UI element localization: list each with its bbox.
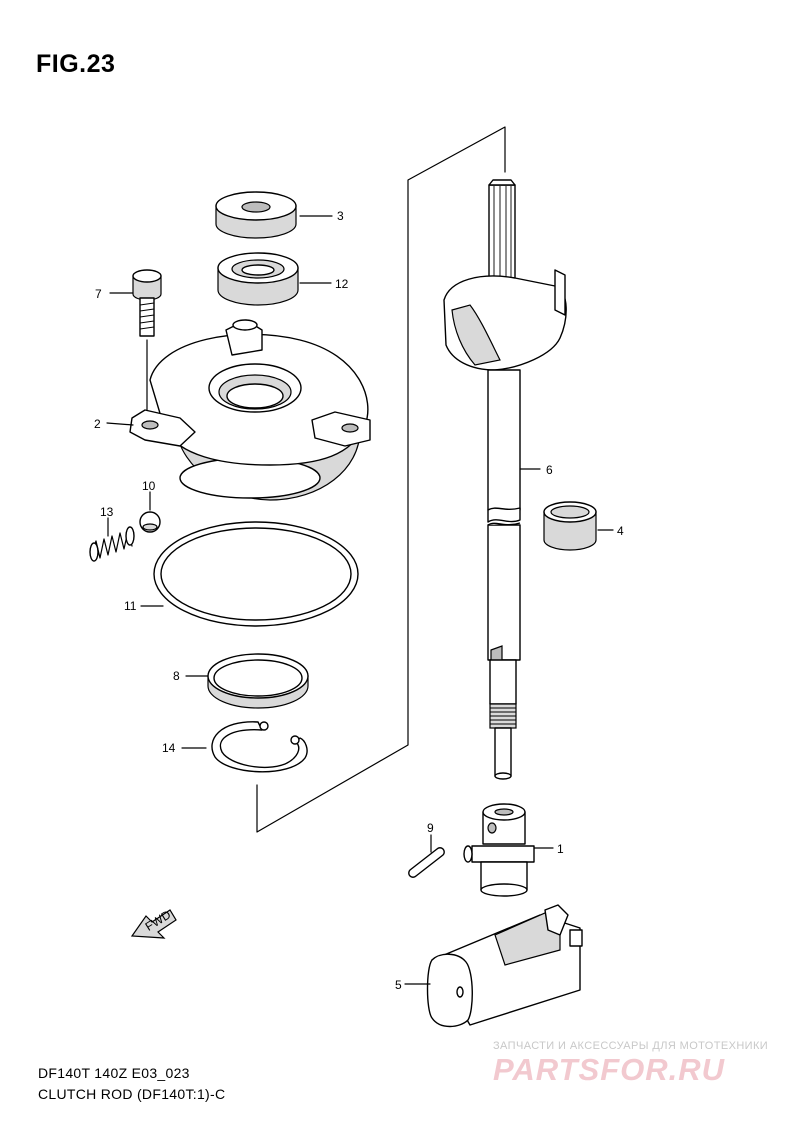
part-13-spring[interactable] [89, 526, 135, 562]
callout-10: 10 [142, 479, 156, 493]
callout-14: 14 [162, 741, 176, 755]
part-3-washer[interactable] [215, 191, 297, 239]
part-2-housing[interactable] [129, 319, 371, 501]
part-4-bushing[interactable] [543, 501, 597, 551]
part-12-oil-seal[interactable] [217, 252, 299, 306]
caption-description: CLUTCH ROD (DF140T:1)-C [38, 1086, 226, 1102]
part-6-clutch-rod[interactable] [443, 179, 567, 780]
figure-title: FIG.23 [36, 50, 116, 78]
part-9-pin[interactable] [408, 847, 445, 878]
part-8-ring[interactable] [207, 653, 309, 709]
callout-1: 1 [557, 842, 564, 856]
watermark-subtitle: ЗАПЧАСТИ И АКСЕССУАРЫ ДЛЯ МОТОТЕХНИКИ [493, 1040, 769, 1052]
callout-11: 11 [124, 599, 137, 613]
callout-4: 4 [617, 524, 624, 538]
caption-model: DF140T 140Z E03_023 [38, 1065, 190, 1081]
part-14-circlip[interactable] [211, 721, 308, 773]
callout-13: 13 [100, 505, 114, 519]
callout-6: 6 [546, 463, 553, 477]
callout-5: 5 [395, 978, 402, 992]
callout-7: 7 [95, 287, 102, 301]
watermark-brand: PARTSFOR.RU [493, 1052, 726, 1087]
callout-3: 3 [337, 209, 344, 223]
leader-lines [106, 215, 614, 985]
part-10-ball[interactable] [139, 511, 161, 533]
part-7-bolt[interactable] [132, 269, 162, 413]
part-5-holder[interactable] [426, 904, 583, 1028]
fwd-arrow-icon: FWD [130, 907, 177, 939]
callout-9: 9 [427, 821, 434, 835]
part-1-joint[interactable] [463, 803, 535, 897]
part-11-o-ring[interactable] [153, 521, 359, 627]
callout-12: 12 [335, 277, 349, 291]
callout-2: 2 [94, 417, 101, 431]
callout-8: 8 [173, 669, 180, 683]
callouts: 3 12 7 2 10 13 11 8 14 6 4 9 1 5 [94, 209, 624, 992]
assembly-bracket [256, 126, 506, 833]
